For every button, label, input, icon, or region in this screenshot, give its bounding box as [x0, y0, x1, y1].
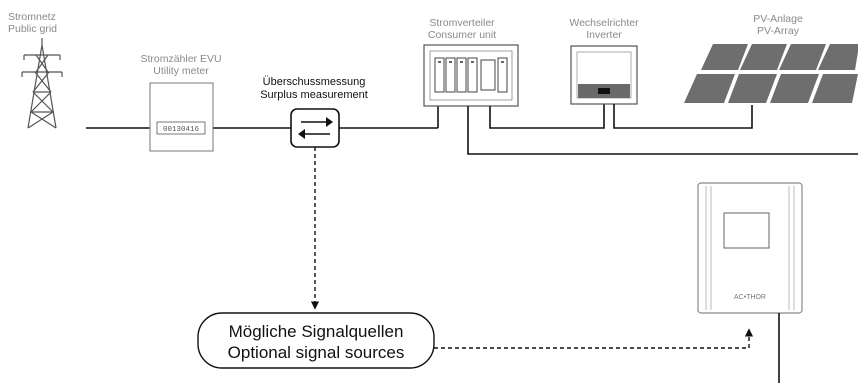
acthor-device: AC•THOR [697, 182, 803, 314]
acthor-brand-label: AC•THOR [734, 294, 766, 301]
power-pylon-icon [21, 38, 63, 129]
signal-sources-label-de: Mögliche Signalquellen [229, 322, 404, 341]
grid-label-en: Public grid [8, 23, 57, 35]
grid-label-de: Stromnetz [8, 11, 56, 23]
meter-label-en: Utility meter [153, 65, 209, 77]
consumer-unit-lines [467, 104, 858, 155]
pv-array-label-en: PV-Array [757, 25, 800, 37]
pv-array-line [613, 104, 753, 129]
surplus-measurement-icon [290, 108, 340, 148]
signal-sources-box: Mögliche Signalquellen Optional signal s… [197, 312, 435, 369]
pv-array-icon [684, 44, 858, 103]
consumer-unit-label-de: Stromverteiler [429, 17, 495, 29]
surplus-label-en: Surplus measurement [260, 89, 368, 101]
pv-array-label-de: PV-Anlage [753, 13, 803, 25]
inverter-label-de: Wechselrichter [569, 17, 639, 29]
utility-meter: 00130416 [149, 82, 214, 152]
main-power-line [86, 106, 439, 129]
consumer-unit [423, 44, 519, 107]
meter-reading: 00130416 [163, 126, 200, 134]
surplus-label-de: Überschussmessung [263, 76, 366, 88]
meter-label-de: Stromzähler EVU [140, 53, 221, 65]
inverter-label-en: Inverter [586, 29, 622, 41]
signal-to-acthor-line [434, 328, 754, 349]
consumer-unit-label-en: Consumer unit [428, 29, 496, 41]
inverter [570, 45, 638, 105]
signal-sources-label-en: Optional signal sources [228, 343, 405, 362]
